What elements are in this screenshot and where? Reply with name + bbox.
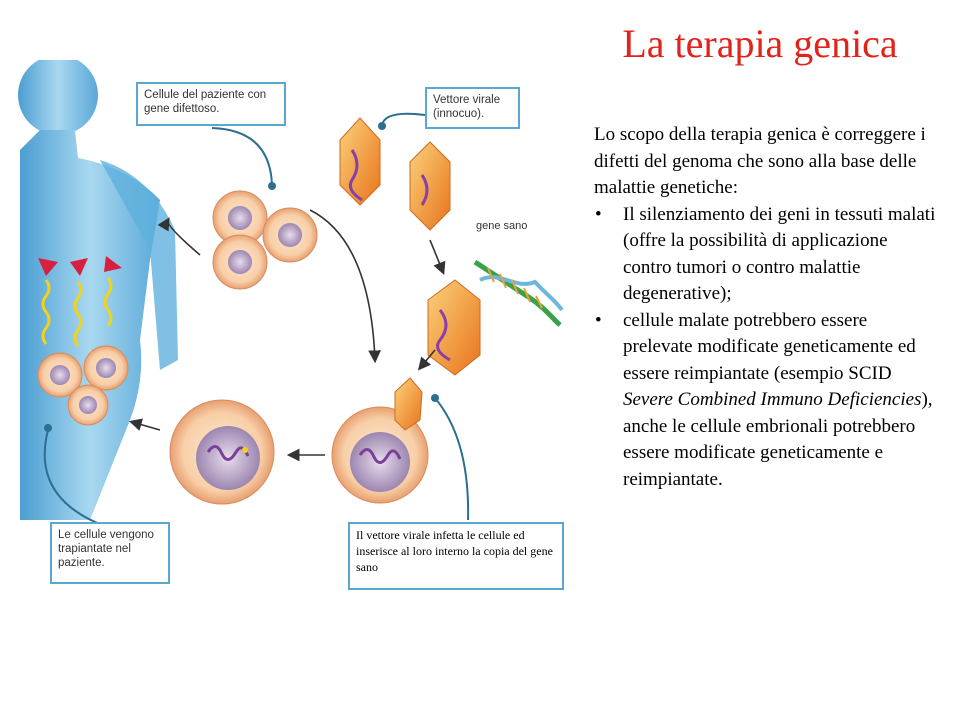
gene-therapy-diagram [18,60,564,529]
diagram-caption: Il vettore virale infetta le cellule ed … [348,522,564,590]
callout-leaders [43,112,470,529]
bullet-item-silencing: Il silenziamento dei geni in tessuti mal… [594,202,939,308]
process-arrows [128,209,446,462]
bullet-list: Il silenziamento dei geni in tessuti mal… [594,202,939,494]
bullet-1-text: Il silenziamento dei geni in tessuti mal… [623,203,936,305]
intro-paragraph: Lo scopo della terapia genica è corregge… [594,124,926,198]
bullet-item-reimplant: cellule malate potrebbero essere preleva… [594,308,939,494]
callout-patient-cells: Cellule del paziente con gene difettoso. [136,82,286,126]
bullet-2-text-a: cellule malate potrebbero essere preleva… [623,309,916,384]
signal-squiggles [41,277,113,347]
healthy-gene-dna-helix [473,259,564,327]
leader-dots [44,122,439,432]
bullet-2-text-italic: Severe Combined Immuno Deficiencies [623,389,922,410]
patient-cells-cluster [212,190,318,290]
modified-cell [169,399,275,505]
bullet-2-text-b: ), anche le cellule embrionali potrebber… [623,389,933,490]
human-body-figure [18,60,178,520]
infected-cell [331,377,429,504]
red-triangle-markers [38,256,122,276]
transplanted-cells [37,345,129,426]
callout-viral-vector: Vettore virale (innocuo). [425,87,520,129]
slide-title: La terapia genica [622,21,898,66]
viral-vector-particles [339,117,481,376]
callout-transplant: Le cellule vengono trapiantate nel pazie… [50,522,170,584]
body-text: Lo scopo della terapia genica è corregge… [594,122,939,493]
label-healthy-gene: gene sano [476,220,528,232]
